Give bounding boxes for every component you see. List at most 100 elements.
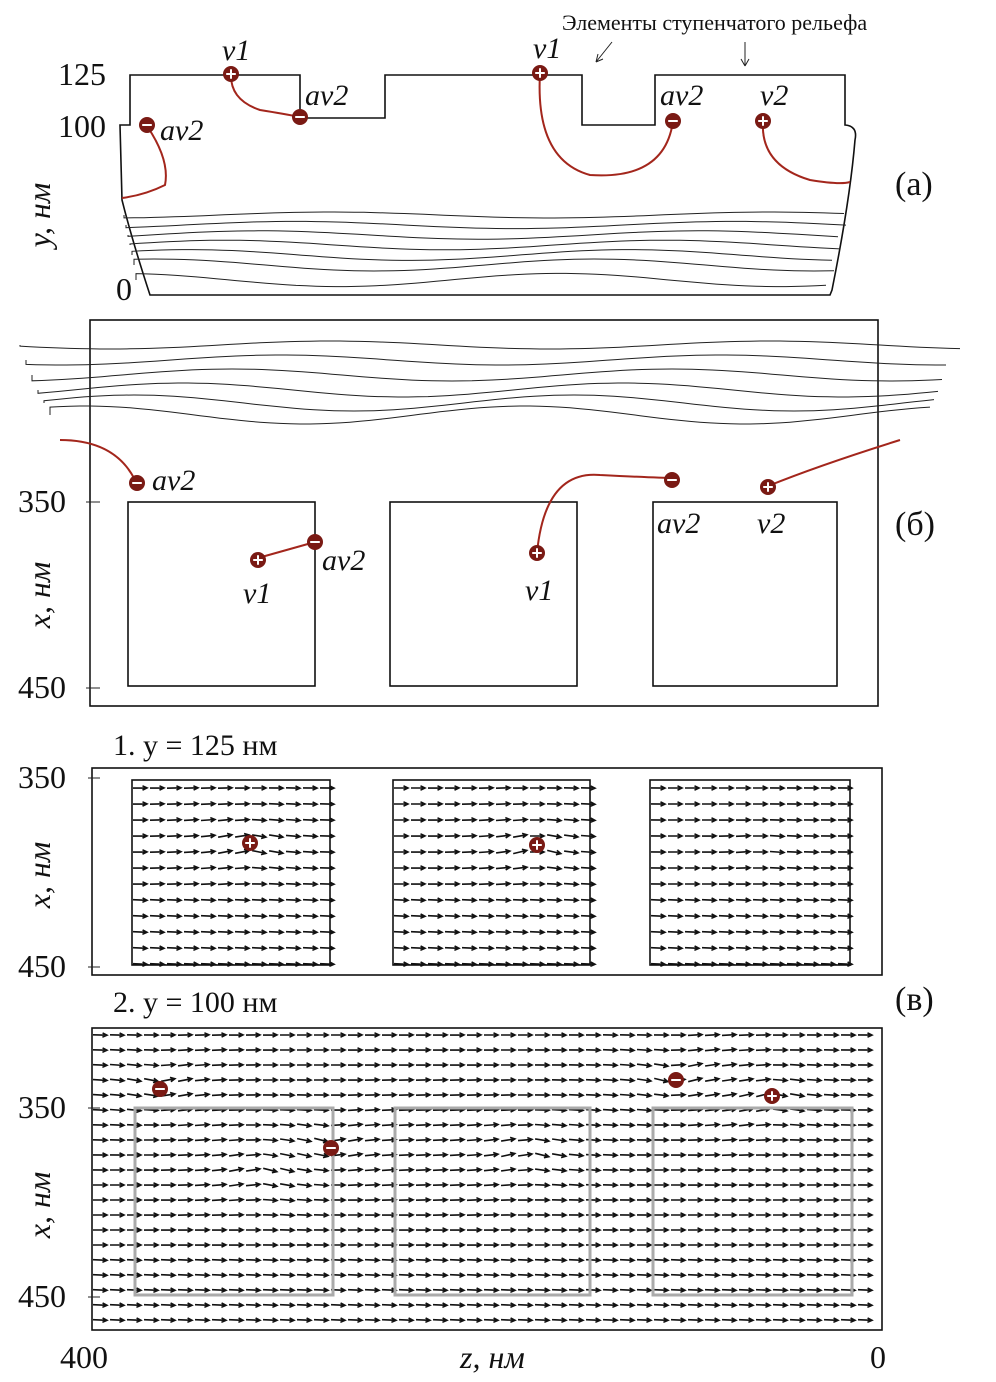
vector-arrow xyxy=(857,1047,874,1053)
vector-arrow xyxy=(194,1151,211,1158)
vector-arrow xyxy=(840,1062,857,1068)
vector-arrow xyxy=(444,785,461,791)
vector-arrow xyxy=(529,913,546,920)
antivortex-marker xyxy=(323,1140,339,1156)
vector-arrow xyxy=(132,945,149,952)
vector-arrow xyxy=(667,897,684,904)
vector-arrow xyxy=(857,1272,874,1279)
vector-arrow xyxy=(268,785,285,791)
vector-arrow xyxy=(580,913,597,920)
vector-arrow xyxy=(93,1182,109,1188)
vector-arrow xyxy=(551,1227,568,1233)
vector-arrow xyxy=(602,1302,619,1309)
vector-arrow xyxy=(820,865,837,871)
vector-arrow xyxy=(483,1257,500,1264)
vector-arrow xyxy=(585,1122,602,1129)
vector-arrow xyxy=(398,1272,415,1279)
vector-arrow xyxy=(251,913,268,920)
vector-arrow xyxy=(650,865,667,871)
vector-arrow xyxy=(534,1317,551,1324)
vector-arrow xyxy=(755,1061,772,1068)
vector-arrow xyxy=(432,1047,449,1053)
vector-arrow xyxy=(132,913,149,920)
vortex-marker xyxy=(755,113,771,129)
vector-arrow xyxy=(364,1062,381,1068)
vector-arrow xyxy=(840,1302,857,1309)
vector-arrow xyxy=(194,1287,211,1294)
vector-arrow xyxy=(398,1197,415,1203)
vector-arrow xyxy=(807,1242,823,1248)
vector-arrow xyxy=(530,817,546,823)
vector-arrow xyxy=(687,1091,704,1098)
vector-arrow xyxy=(398,1092,415,1098)
vector-arrow xyxy=(280,1032,296,1038)
y-tick-0: 0 xyxy=(116,271,132,307)
vector-arrow xyxy=(653,1062,670,1069)
vector-arrow xyxy=(444,833,461,839)
vector-arrow xyxy=(144,1137,160,1143)
vector-arrow xyxy=(200,864,217,871)
vector-arrow xyxy=(110,1242,126,1248)
vector-arrow xyxy=(704,1317,721,1324)
vector-arrow xyxy=(381,1032,398,1038)
vector-arrow xyxy=(585,1287,602,1294)
vector-arrow xyxy=(319,801,336,807)
vector-arrow xyxy=(806,1122,823,1129)
vector-arrow xyxy=(636,1092,653,1099)
vector-arrow xyxy=(769,945,786,952)
vector-arrow xyxy=(444,881,461,887)
contour-line xyxy=(129,239,841,251)
vector-arrow xyxy=(432,1287,449,1294)
vector-arrow xyxy=(194,1076,211,1083)
vector-arrow xyxy=(755,1121,772,1128)
vector-arrow xyxy=(398,1047,415,1053)
vector-arrow xyxy=(786,913,803,920)
vector-arrow xyxy=(234,961,251,968)
vector-arrow xyxy=(228,1227,245,1233)
vector-arrow xyxy=(279,1152,296,1159)
vector-arrow xyxy=(211,1272,228,1279)
vector-arrow xyxy=(702,817,718,823)
vector-arrow xyxy=(568,1092,585,1099)
vector-arrow xyxy=(619,1272,636,1279)
vector-arrow xyxy=(585,1152,602,1159)
vector-arrow xyxy=(296,1167,313,1174)
vector-arrow xyxy=(183,929,200,936)
contour-line xyxy=(125,220,847,230)
vector-arrow xyxy=(177,1302,194,1309)
vector-arrow xyxy=(769,833,786,840)
vector-arrow xyxy=(149,817,166,823)
vector-arrow xyxy=(687,1136,704,1143)
vector-arrow xyxy=(211,1287,228,1294)
vector-arrow xyxy=(756,1212,772,1218)
vector-arrow xyxy=(756,1227,772,1233)
vector-arrow xyxy=(427,913,444,920)
vector-arrow xyxy=(478,897,495,904)
panel-a-label: (a) xyxy=(895,166,933,203)
vector-arrow xyxy=(704,1302,721,1309)
marker-label: av2 xyxy=(657,507,700,540)
vector-arrow xyxy=(653,1257,670,1264)
vector-arrow xyxy=(211,1242,228,1248)
vector-arrow xyxy=(687,1257,704,1264)
vector-arrow xyxy=(109,1257,126,1264)
vector-arrow xyxy=(234,945,251,952)
vector-arrow xyxy=(668,865,684,871)
vector-arrow xyxy=(803,913,820,920)
vector-arrow xyxy=(394,849,410,855)
vector-arrow xyxy=(857,1092,874,1098)
vector-arrow xyxy=(619,1137,636,1144)
vector-arrow xyxy=(177,1076,194,1083)
vector-arrow xyxy=(654,1182,670,1188)
vector-arrow xyxy=(160,1302,177,1309)
vector-arrow xyxy=(534,1077,551,1083)
vector-arrow xyxy=(166,848,183,855)
vector-arrow xyxy=(245,1197,262,1203)
vector-arrow xyxy=(177,1287,194,1294)
vector-arrow xyxy=(126,1092,143,1099)
vector-arrow xyxy=(823,1122,840,1129)
vector-arrow xyxy=(500,1092,517,1098)
vector-arrow xyxy=(585,1197,602,1203)
vector-arrow xyxy=(602,1122,619,1129)
vector-arrow xyxy=(132,929,149,936)
